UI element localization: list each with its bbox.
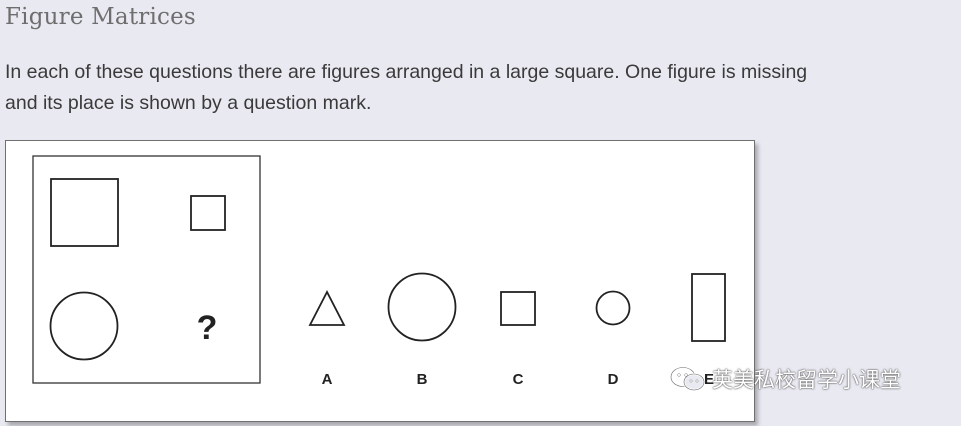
watermark: 英美私校留学小课堂 [668, 364, 901, 394]
option-d-label: D [608, 371, 619, 388]
matrix-cell-large-square [50, 178, 119, 247]
option-e-label: E [704, 371, 714, 388]
figure-matrix-drawing: ? A B C D E [32, 155, 726, 388]
option-a-triangle[interactable] [308, 290, 346, 326]
option-b-label: B [417, 371, 428, 388]
matrix-frame [32, 155, 261, 384]
option-d-circle[interactable] [595, 290, 631, 326]
matrix-cell-question-mark: ? [197, 309, 218, 347]
option-b-circle[interactable] [387, 272, 457, 342]
figure-matrix-panel: ? A B C D E [5, 140, 755, 422]
matrix-cell-large-circle [49, 291, 119, 361]
page-title: Figure Matrices [5, 4, 196, 30]
matrix-cell-small-square [190, 195, 226, 231]
option-c-square[interactable] [500, 291, 536, 326]
option-e-rectangle[interactable] [691, 273, 726, 342]
instructions-line-2: and its place is shown by a question mar… [5, 92, 372, 114]
instructions-line-1: In each of these questions there are fig… [5, 61, 808, 83]
watermark-text: 英美私校留学小课堂 [712, 368, 901, 392]
wechat-icon [669, 366, 706, 392]
instructions-text: In each of these questions there are fig… [5, 57, 960, 119]
option-a-label: A [322, 371, 333, 388]
option-c-label: C [513, 371, 524, 388]
